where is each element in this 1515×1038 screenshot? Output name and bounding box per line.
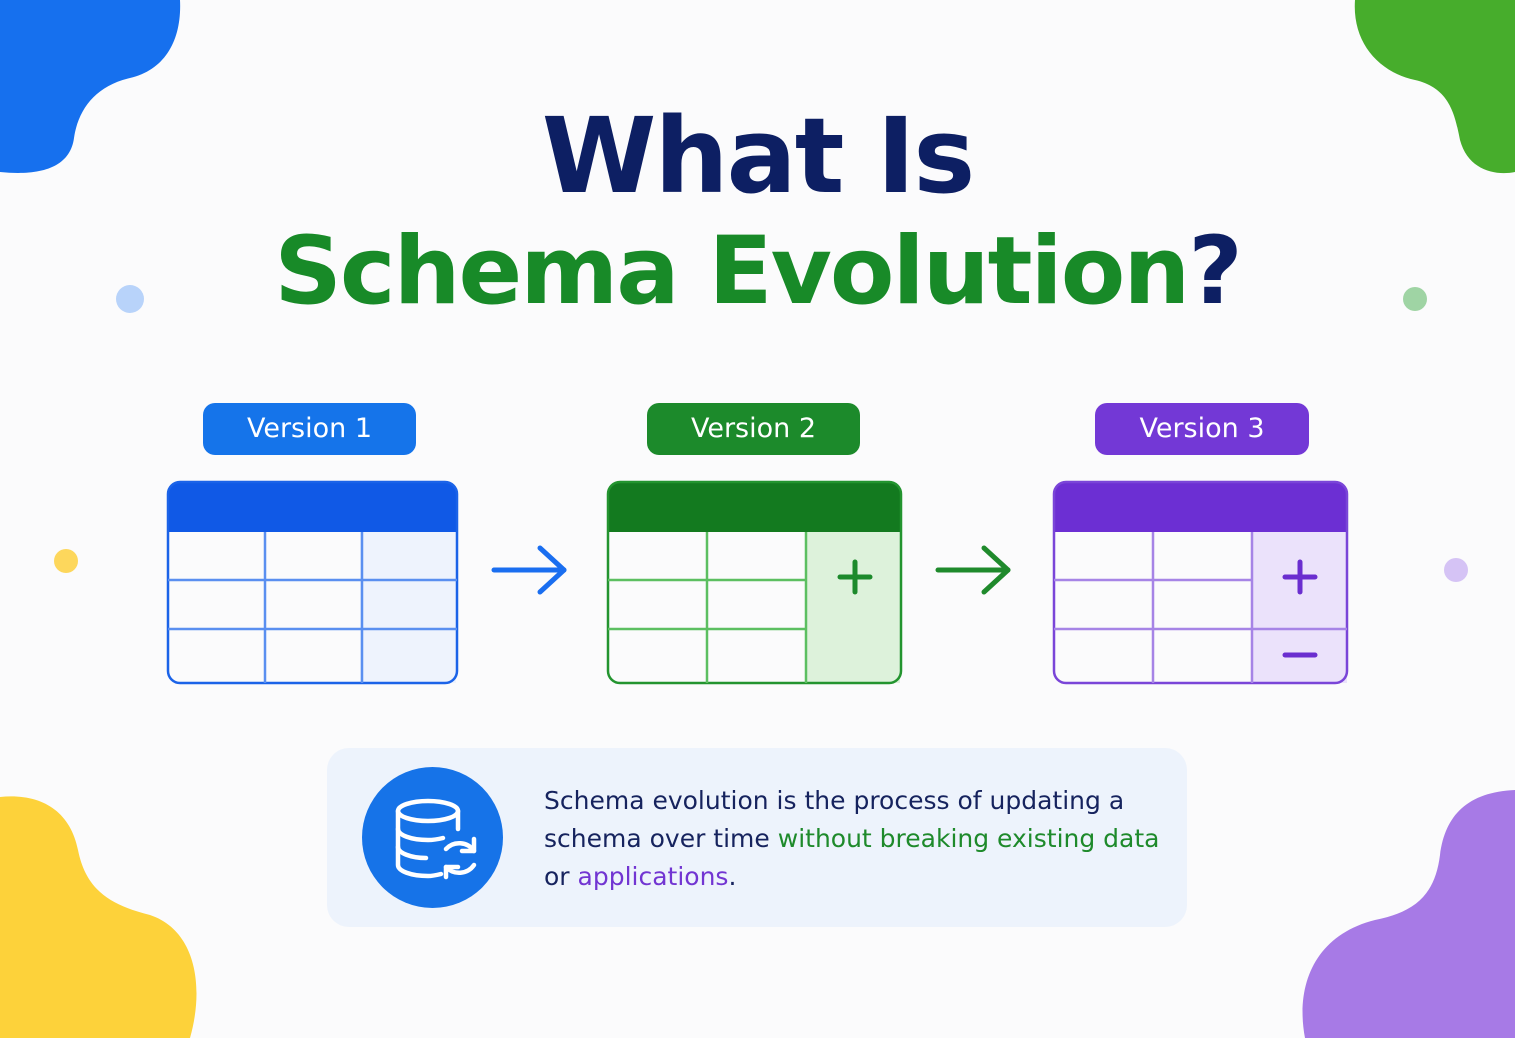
page-title-line-1: What Is xyxy=(541,95,975,217)
arrow-right-icon xyxy=(491,545,567,595)
database-sync-icon xyxy=(362,767,503,908)
definition-text-part-1: Schema evolution is the process of updat… xyxy=(544,786,1125,853)
version-1-table xyxy=(166,480,459,685)
definition-highlight-data: without breaking existing data xyxy=(777,824,1160,853)
version-3-label: Version 3 xyxy=(1095,403,1309,455)
arrow-right-icon xyxy=(935,545,1011,595)
version-3-table-header xyxy=(1054,482,1347,532)
plus-icon xyxy=(837,559,873,595)
definition-text-part-2: or xyxy=(544,862,578,891)
lavender-dot xyxy=(1444,558,1468,582)
purple-corner-blob xyxy=(1302,790,1515,1038)
definition-highlight-applications: applications xyxy=(577,862,729,891)
blue-corner-blob xyxy=(0,0,181,173)
plus-icon xyxy=(1282,559,1318,595)
page-title-line-2: Schema Evolution? xyxy=(0,212,1515,332)
green-corner-blob xyxy=(1354,0,1515,174)
title-schema-evolution: Schema Evolution xyxy=(274,217,1190,326)
yellow-corner-blob xyxy=(0,796,197,1038)
yellow-dot xyxy=(54,549,78,573)
light-green-dot xyxy=(1403,287,1427,311)
version-3-table xyxy=(1052,480,1349,685)
light-blue-dot xyxy=(116,285,144,313)
title-question-mark: ? xyxy=(1188,217,1243,326)
version-2-table-header xyxy=(608,482,901,532)
version-1-table-header xyxy=(168,482,457,532)
changed-column xyxy=(1252,530,1347,683)
definition-text: Schema evolution is the process of updat… xyxy=(544,782,1174,896)
version-2-table xyxy=(606,480,903,685)
definition-text-end: . xyxy=(728,862,737,891)
version-1-label: Version 1 xyxy=(203,403,416,455)
version-2-label: Version 2 xyxy=(647,403,860,455)
added-column xyxy=(806,530,900,683)
